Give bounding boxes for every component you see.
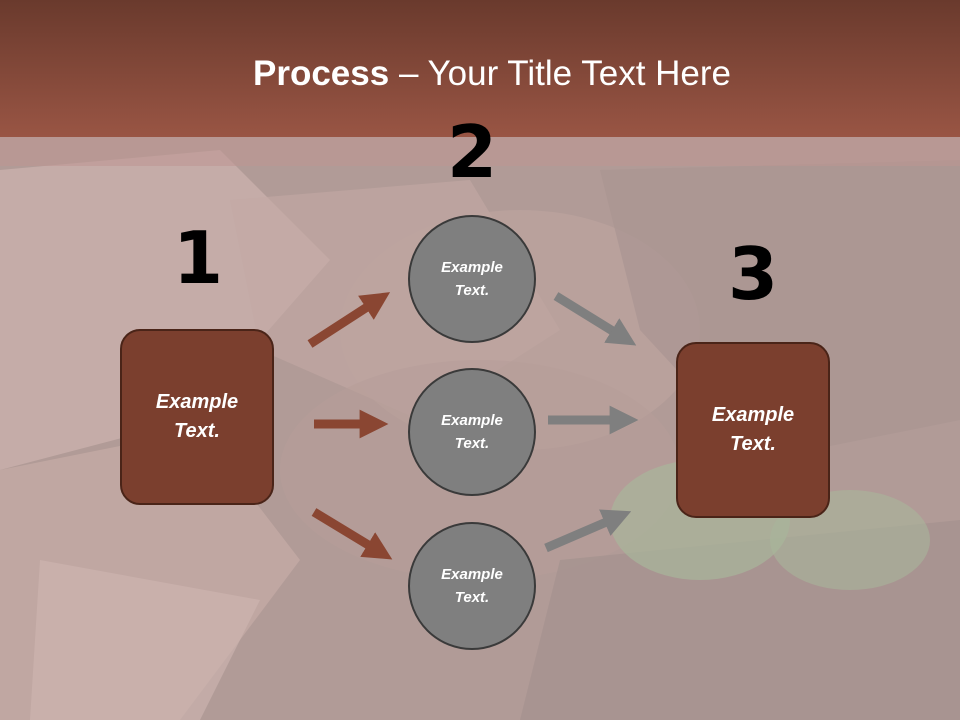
process-circle-1-text: Example Text. [441,256,503,302]
input-box-text: Example Text. [156,388,238,446]
step-number-2: 2 [446,110,498,194]
input-box-line-2: Text. [174,420,220,442]
title-band [0,137,960,166]
output-box-line-1: Example [711,404,795,426]
process-circle-1[interactable]: Example Text. [408,215,536,343]
arrow-to-circle-3 [311,508,393,560]
circle-2-line-2: Text. [454,435,490,452]
arrow-from-circle-3 [544,509,632,553]
circle-1-line-2: Text. [454,282,490,299]
step-number-3: 3 [727,232,779,316]
circle-3-line-1: Example [441,566,503,583]
circle-2-line-1: Example [441,412,503,429]
input-box[interactable]: Example Text. [120,329,274,505]
process-circle-3-text: Example Text. [441,563,503,609]
step-number-1: 1 [172,216,224,300]
arrow-to-circle-1 [307,292,391,348]
arrow-from-circle-1 [553,292,637,346]
circle-3-line-2: Text. [454,589,490,606]
slide-title[interactable]: Process – Your Title Text Here [0,52,960,96]
output-box[interactable]: Example Text. [676,342,830,518]
process-circle-2[interactable]: Example Text. [408,368,536,496]
title-rest: – Your Title Text Here [389,54,731,93]
process-circle-3[interactable]: Example Text. [408,522,536,650]
process-circle-2-text: Example Text. [441,409,503,455]
title-bold: Process [253,54,390,93]
input-box-line-1: Example [155,391,239,413]
title-bar [0,0,960,137]
output-box-text: Example Text. [712,401,794,459]
circle-1-line-1: Example [441,259,503,276]
output-box-line-2: Text. [730,433,776,455]
